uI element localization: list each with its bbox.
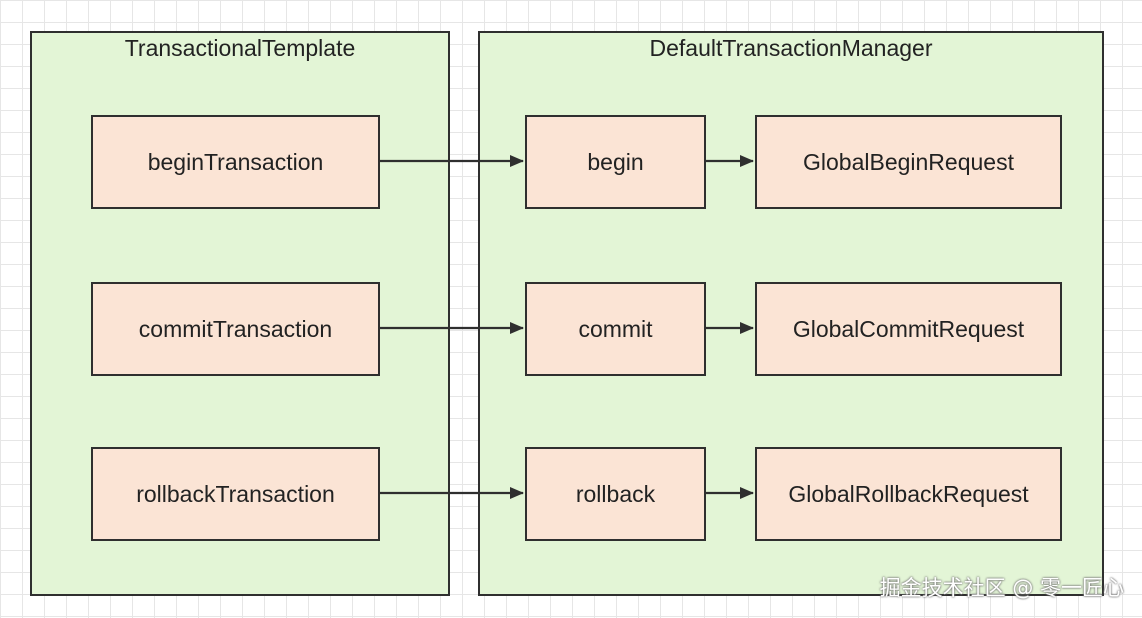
commit-transaction-node: commitTransaction bbox=[91, 282, 380, 376]
transactional-template-title: TransactionalTemplate bbox=[124, 35, 356, 61]
begin-node: begin bbox=[525, 115, 706, 209]
begin-transaction-node: beginTransaction bbox=[91, 115, 380, 209]
default-transaction-manager-title: DefaultTransactionManager bbox=[649, 35, 933, 61]
watermark: 掘金技术社区 @ 零一匠心 bbox=[879, 576, 1124, 600]
rollback-transaction-node: rollbackTransaction bbox=[91, 447, 380, 541]
rollback-node: rollback bbox=[525, 447, 706, 541]
global-begin-request-node: GlobalBeginRequest bbox=[755, 115, 1062, 209]
global-rollback-request-node: GlobalRollbackRequest bbox=[755, 447, 1062, 541]
global-commit-request-node: GlobalCommitRequest bbox=[755, 282, 1062, 376]
commit-node: commit bbox=[525, 282, 706, 376]
